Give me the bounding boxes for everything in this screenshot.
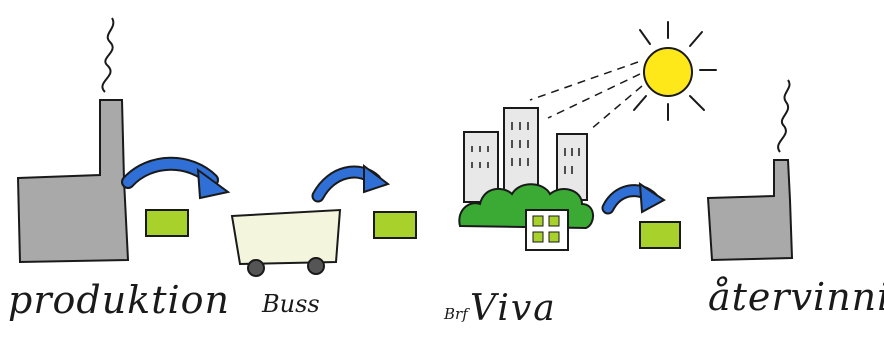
flow-arrow-1 [128, 164, 228, 198]
stage-label-atervinning: återvinning [708, 275, 884, 319]
smoke-icon [102, 18, 113, 92]
bus-wheel-icon [248, 260, 264, 276]
factory-icon [18, 18, 128, 262]
package-1 [146, 210, 188, 236]
solar-panel-icon [526, 210, 568, 250]
stage-label-brf-prefix: Brf [444, 305, 468, 323]
stage-label-produktion: produktion [8, 278, 230, 322]
flow-arrow-2 [318, 166, 388, 196]
stage-label-buss: Buss [262, 290, 320, 318]
package-2 [374, 212, 416, 238]
stage-label-viva: Viva [470, 288, 557, 329]
smoke-icon [778, 80, 789, 152]
bus-icon [232, 210, 340, 276]
bus-wheel-icon [308, 258, 324, 274]
housing-with-greenery-icon [459, 108, 593, 250]
recycling-factory-icon [708, 80, 792, 260]
sun-icon [530, 22, 716, 130]
flow-arrow-3 [608, 184, 664, 212]
package-3 [640, 222, 680, 248]
